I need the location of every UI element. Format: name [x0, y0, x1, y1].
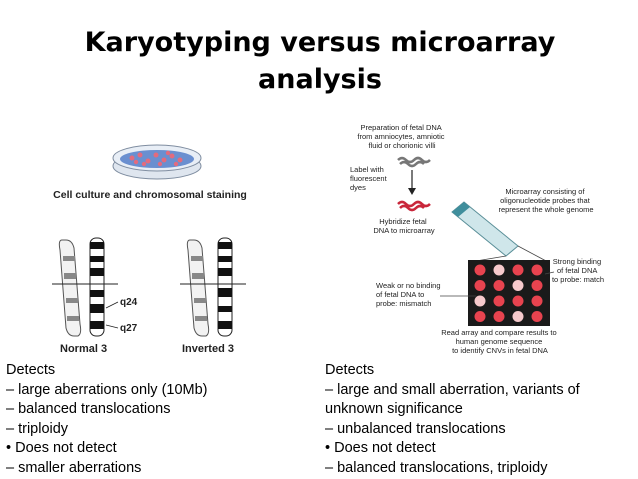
probe-spot: [512, 311, 524, 322]
inverted-chromosome-pair-icon: [186, 237, 233, 337]
probe-spot: [474, 280, 486, 291]
label-inverted-3: Inverted 3: [182, 343, 234, 355]
probe-spot: [474, 311, 486, 322]
probe-spot: [512, 264, 524, 276]
microarray-detects-list: Detects – large and small aberration, va…: [325, 361, 580, 478]
probe-spot: [512, 295, 524, 307]
probe-spot: [474, 264, 486, 276]
band-label-q27: q27: [120, 323, 138, 334]
microarray-desc-text: Microarray consisting of oligonucleotide…: [498, 187, 593, 214]
labeled-dna-icon: [397, 200, 431, 212]
normal-chromosome-pair-icon: [58, 237, 105, 337]
right-line-2: – large and small aberration, variants o…: [325, 381, 580, 398]
read-array-text: Read array and compare results to human …: [441, 328, 559, 355]
right-line-6: – balanced translocations, triploidy: [325, 459, 548, 476]
karyotype-figure: Cell culture and chromosomal staining q2…: [52, 144, 247, 355]
microarray-figure: Preparation of fetal DNA from amniocytes…: [350, 123, 604, 355]
weak-binding-text: Weak or no binding of fetal DNA to probe…: [376, 281, 443, 308]
left-line-3: – balanced translocations: [6, 401, 171, 417]
title-line-1: Karyotyping versus microarray: [84, 27, 556, 58]
right-line-5: • Does not detect: [325, 440, 436, 456]
left-line-1: Detects: [6, 362, 56, 378]
step-hybridize-text: Hybridize fetal DNA to microarray: [373, 217, 435, 235]
probe-spot: [493, 295, 505, 307]
probe-spot: [493, 280, 505, 291]
left-line-4: – triploidy: [6, 420, 69, 437]
fetal-dna-icon: [397, 156, 431, 168]
step-label-text: Label with fluorescent dyes: [350, 165, 389, 192]
karyotype-caption: Cell culture and chromosomal staining: [53, 189, 247, 201]
probe-grid-icon: [468, 260, 550, 326]
left-line-2: – large aberrations only (10Mb): [6, 381, 208, 398]
probe-spot: [493, 311, 505, 322]
probe-spot: [531, 295, 543, 307]
probe-spot: [474, 295, 486, 307]
karyotyping-detects-list: Detects – large aberrations only (10Mb) …: [6, 361, 208, 478]
left-line-5: • Does not detect: [6, 440, 117, 456]
left-line-6: – smaller aberrations: [6, 459, 142, 476]
probe-spot: [512, 280, 524, 291]
right-line-4: – unbalanced translocations: [325, 420, 506, 437]
strong-binding-text: Strong binding of fetal DNA to probe: ma…: [552, 257, 604, 284]
probe-spot: [531, 280, 543, 291]
right-line-1: Detects: [325, 362, 375, 378]
slide-title: Karyotyping versus microarray analysis: [60, 24, 580, 98]
probe-spot: [493, 264, 505, 276]
probe-spot: [531, 311, 543, 322]
title-line-2: analysis: [258, 64, 382, 95]
step-prep-text: Preparation of fetal DNA from amniocytes…: [357, 123, 446, 150]
petri-dish-icon: [112, 144, 202, 180]
band-label-q24: q24: [120, 297, 138, 308]
right-line-3: unknown significance: [325, 401, 463, 417]
probe-spot: [531, 264, 543, 276]
label-normal-3: Normal 3: [60, 343, 107, 355]
